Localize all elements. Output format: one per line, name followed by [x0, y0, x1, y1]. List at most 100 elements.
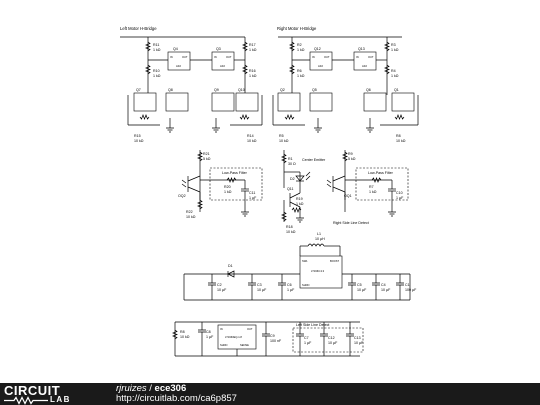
- author-link[interactable]: rjruizes: [116, 383, 147, 394]
- c4-label: C4: [381, 283, 386, 287]
- path-separator: /: [146, 383, 155, 394]
- r18-label: R18: [286, 225, 293, 229]
- circuitlab-logo[interactable]: CIRCUIT LAB: [4, 383, 96, 405]
- right-line-title: Right Side Line Detect: [333, 221, 369, 225]
- left-line-sensor: R21 5 kΩ Low-Pass Filter R20 1 kΩ C11 1 …: [178, 150, 263, 219]
- r2-label: R2: [297, 43, 302, 47]
- q3-label: Q3: [216, 47, 221, 51]
- q2-label: Q2: [280, 88, 285, 92]
- c11-label: C11: [249, 191, 255, 195]
- rail-capacitors: [208, 274, 404, 300]
- ic-regulator-label: LT1963-3.3: [311, 269, 325, 273]
- c12-value: 10 µF: [328, 341, 338, 345]
- r11-label: R11: [153, 43, 159, 47]
- q12-chip: [309, 51, 333, 71]
- r4-value: 1 kΩ: [391, 74, 399, 78]
- project-link[interactable]: ece306: [154, 383, 187, 394]
- r5-value: 10 kΩ: [279, 139, 289, 143]
- c2-value: 10 µF: [217, 288, 227, 292]
- pin-label: OUT: [247, 327, 253, 331]
- pin-label: IN: [356, 55, 359, 59]
- q5-chip: [309, 92, 333, 112]
- q13-label: Q13: [358, 47, 365, 51]
- r10-value: 1 kΩ: [153, 74, 161, 78]
- r20-value: 1 kΩ: [224, 190, 232, 194]
- c7-label: C7: [304, 336, 309, 340]
- c11-value: 1 µF: [249, 196, 257, 200]
- center-emitter: R1 30 Ω Center Emitter D2 Q11 R19 1 kΩ R…: [281, 150, 326, 234]
- lowpass-left-box: [209, 167, 263, 201]
- c5-label: C5: [357, 283, 362, 287]
- lowpass-right-title: Low-Pass Filter: [368, 171, 394, 175]
- q1-label: Q1: [394, 88, 399, 92]
- ic-ldo-chip: [217, 324, 257, 350]
- r3-value: 1 kΩ: [391, 48, 399, 52]
- r22-value: 10 kΩ: [186, 215, 196, 219]
- r20-label: R20: [224, 185, 231, 189]
- c13-value: 10 µF: [354, 341, 364, 345]
- q2-chip: [277, 92, 301, 112]
- project-url[interactable]: http://circuitlab.com/ca6p857: [116, 393, 237, 404]
- c3-label: C3: [257, 283, 262, 287]
- left-hbridge: R11 1 kΩ R10 1 kΩ R17 1 kΩ R16 1 kΩ Q4 Q…: [120, 36, 263, 143]
- c9-value: 100 nF: [270, 339, 282, 343]
- right-hbridge: R2 1 kΩ R6 1 kΩ R3 1 kΩ R4 1 kΩ Q12 Q13 …: [272, 36, 419, 143]
- pin-label: BOOST: [330, 259, 339, 263]
- pin-label: SENSE: [240, 343, 249, 347]
- r11-value: 1 kΩ: [153, 48, 161, 52]
- lowpass-left-title: Low-Pass Filter: [222, 171, 248, 175]
- r5-label: R5: [279, 134, 284, 138]
- r16-value: 1 kΩ: [249, 74, 257, 78]
- left-line-detect-box: [292, 327, 364, 353]
- r15-label: R15: [134, 134, 141, 138]
- r7-label: R7: [369, 185, 374, 189]
- q9-label: Q9: [214, 88, 219, 92]
- pin-label: SHDN: [302, 283, 309, 287]
- l1-label: L1: [317, 232, 321, 236]
- r4-label: R4: [391, 69, 396, 73]
- r21-label: R21: [203, 152, 210, 156]
- d2-label: D2: [290, 177, 295, 181]
- logo-text-top: CIRCUIT: [4, 383, 61, 398]
- r19-value: 1 kΩ: [296, 202, 304, 206]
- r18-value: 10 kΩ: [286, 230, 296, 234]
- c2-label: C2: [217, 283, 222, 287]
- q6-chip: [363, 92, 387, 112]
- c6-label: C6: [287, 283, 292, 287]
- r3-label: R3: [391, 43, 396, 47]
- r19-label: R19: [296, 197, 303, 201]
- pin-label: ADJ: [318, 64, 324, 68]
- r7-value: 1 kΩ: [369, 190, 377, 194]
- oq1-label: OQ1: [344, 194, 352, 198]
- c9-label: C9: [270, 334, 275, 338]
- c10-value: 1 µF: [396, 196, 404, 200]
- r8b-value: 10 kΩ: [180, 335, 190, 339]
- c7-value: 1 µF: [304, 341, 312, 345]
- r8b-label: R8: [180, 330, 185, 334]
- q10-label: Q10: [238, 88, 245, 92]
- c6-value: 1 µF: [287, 288, 295, 292]
- pin-label: OUT: [182, 55, 188, 59]
- pin-label: ADJ: [220, 64, 226, 68]
- pin-label: ADJ: [362, 64, 368, 68]
- q3-chip: [211, 51, 235, 71]
- lowpass-right-box: [355, 167, 409, 201]
- q9-chip: [211, 92, 235, 112]
- q1-chip: [391, 92, 415, 112]
- right-line-sensor: R9 5 kΩ Low-Pass Filter R7 1 kΩ C10 1 µF…: [326, 150, 409, 225]
- q7-label: Q7: [136, 88, 141, 92]
- footer-bar: CIRCUIT LAB rjruizes / ece306 http://cir…: [0, 383, 540, 405]
- ic-regulator-chip: [299, 255, 343, 289]
- r17-value: 1 kΩ: [249, 48, 257, 52]
- c1-label: C1: [405, 283, 410, 287]
- q12-label: Q12: [314, 47, 321, 51]
- r1-value: 30 Ω: [288, 162, 296, 166]
- power-supply: L1 10 µH LT1963-3.3 SW1 BOOST SHDN D1 C2…: [183, 232, 417, 301]
- q6-label: Q6: [366, 88, 371, 92]
- q11-label: Q11: [287, 187, 294, 191]
- pin-label: OUT: [324, 55, 330, 59]
- q7-chip: [133, 92, 157, 112]
- r17-label: R17: [249, 43, 256, 47]
- oq2-label: OQ2: [178, 194, 186, 198]
- r6-value: 1 kΩ: [297, 74, 305, 78]
